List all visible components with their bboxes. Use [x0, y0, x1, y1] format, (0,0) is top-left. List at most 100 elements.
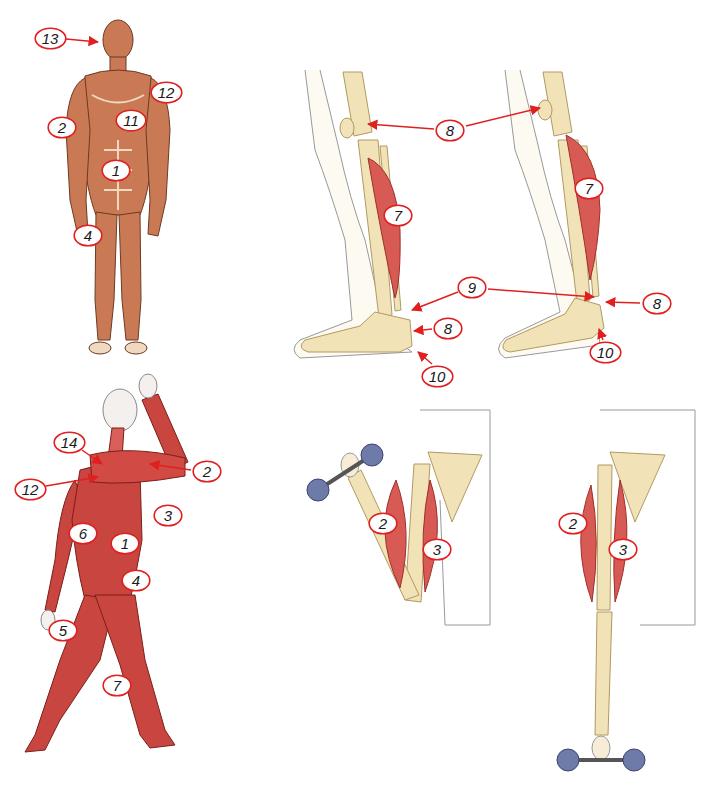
callout-circle: 6	[68, 522, 98, 545]
callout-circle: 7	[102, 674, 132, 697]
callout-circle: 10	[589, 341, 622, 364]
leader-line-part	[488, 289, 594, 297]
callout-ring	[116, 110, 146, 131]
callout-ring	[384, 205, 412, 226]
callout-ring	[102, 160, 130, 181]
front-figure-part	[89, 342, 111, 354]
arm-drawing-part	[597, 465, 612, 610]
callout-ring	[74, 225, 102, 246]
leg-drawing-part	[503, 298, 604, 352]
leader-line-part	[66, 39, 98, 42]
callout-ring	[49, 620, 77, 641]
callout-circle: 3	[153, 504, 183, 527]
leader-line-part	[418, 352, 432, 364]
callout-number: 1	[121, 535, 129, 552]
callout-number: 11	[123, 112, 139, 129]
callout-number: 3	[433, 541, 441, 558]
callout-circle: 14	[53, 431, 86, 454]
callout-ring	[151, 82, 182, 103]
callout-ring	[559, 513, 587, 534]
callout-number: 7	[394, 207, 402, 224]
callout-ring	[15, 479, 46, 500]
leg-drawing-part	[294, 70, 412, 358]
callout-ring	[590, 342, 621, 363]
callout-circle: 1	[110, 532, 140, 555]
leader-line-part	[606, 302, 640, 303]
leg-drawing	[294, 70, 412, 358]
callout-circle: 2	[368, 512, 398, 535]
leader-line-part	[412, 292, 458, 310]
leg-drawing-part	[301, 312, 412, 352]
arm-drawing-part	[423, 480, 438, 592]
leg-drawing-part	[368, 158, 400, 298]
callout-number: 4	[84, 227, 92, 244]
leader-line-part	[599, 329, 603, 340]
callout-circle: 12	[14, 478, 47, 501]
leader-line-part	[414, 329, 432, 331]
leader-line-part	[466, 108, 540, 126]
arm-drawing-part	[420, 410, 490, 625]
callout-ring	[423, 539, 451, 560]
callout-number: 8	[653, 295, 661, 312]
callout-ring	[69, 523, 97, 544]
callout-ring	[103, 675, 131, 696]
leader-line-part	[150, 464, 191, 470]
callout-ring	[369, 513, 397, 534]
callout-ring	[609, 539, 637, 560]
arm-drawing	[557, 410, 695, 771]
callout-number: 5	[59, 622, 67, 639]
callout-circle: 5	[48, 619, 78, 642]
front-figure-part	[66, 78, 90, 236]
callout-number: 10	[429, 368, 446, 385]
arm-drawing-part	[385, 480, 406, 588]
front-figure-part	[80, 70, 156, 215]
front-figure	[66, 20, 170, 354]
arm-drawing-part	[595, 612, 612, 735]
callout-ring	[575, 178, 603, 199]
callout-number: 7	[585, 180, 593, 197]
callout-circle: 3	[422, 538, 452, 561]
callout-circle: 1	[101, 159, 131, 182]
arm-drawing-part	[361, 444, 383, 466]
arm-drawing-part	[348, 470, 419, 600]
leader-line-part	[46, 477, 98, 486]
callout-circle: 2	[558, 512, 588, 535]
callout-ring	[643, 293, 671, 314]
front-figure-part	[125, 342, 147, 354]
callout-circle: 8	[435, 119, 465, 142]
callout-circle: 2	[192, 460, 222, 483]
callout-ring	[422, 366, 453, 387]
leg-drawing-part	[538, 100, 552, 120]
callout-ring	[458, 277, 486, 298]
leg-drawing-part	[340, 118, 354, 138]
callout-circle: 8	[642, 292, 672, 315]
callout-ring	[35, 28, 66, 49]
callout-number: 6	[79, 525, 87, 542]
side-figure	[25, 374, 188, 752]
arm-drawing-part	[600, 410, 695, 625]
callout-circle: 9	[457, 276, 487, 299]
side-figure-part	[95, 595, 175, 748]
callout-number: 3	[619, 541, 627, 558]
side-figure-part	[25, 595, 115, 752]
side-figure-part	[139, 374, 157, 398]
callout-number: 10	[597, 344, 614, 361]
leader-line-part	[368, 124, 434, 129]
callout-number: 4	[132, 572, 140, 589]
callout-number: 8	[444, 320, 452, 337]
callout-ring	[193, 461, 221, 482]
front-figure-part	[119, 212, 141, 340]
leader-line	[46, 39, 640, 486]
callout-number: 14	[61, 434, 78, 451]
arm-drawing-part	[581, 485, 597, 602]
callout-number: 2	[203, 463, 211, 480]
callout-number: 13	[42, 30, 59, 47]
callout-circle: 2	[47, 116, 77, 139]
callout-ring	[111, 533, 139, 554]
callout-number: 8	[446, 122, 454, 139]
leg-drawing	[499, 70, 605, 358]
arm-drawing-part	[557, 749, 579, 771]
